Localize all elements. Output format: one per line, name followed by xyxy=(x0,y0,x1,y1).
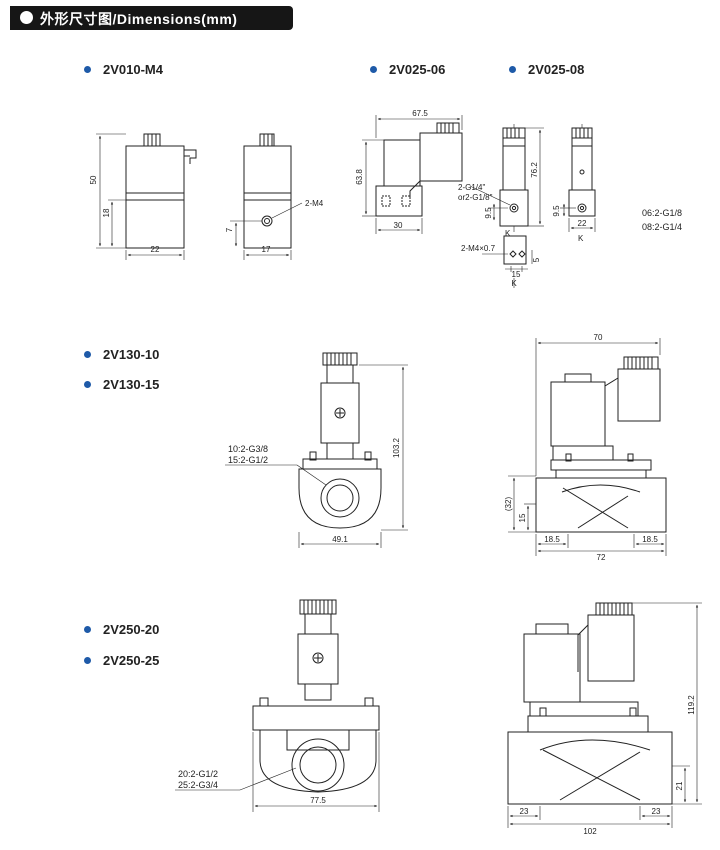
dim-18-5-b: 18.5 xyxy=(642,535,658,544)
view-2v250-front xyxy=(175,599,380,812)
view-2v130-front xyxy=(225,352,408,548)
port-note-10: 10:2-G3/8 xyxy=(228,444,268,454)
dim-9-5-a: 9.5 xyxy=(484,207,493,219)
bullet-icon xyxy=(84,351,91,359)
dim-63-8: 63.8 xyxy=(355,169,364,185)
section-k-mark-a: K xyxy=(505,229,511,238)
dim-15-c: 15 xyxy=(518,513,527,522)
dim-119-2: 119.2 xyxy=(687,695,696,715)
model-label-2v025-08: 2V025-08 xyxy=(509,62,584,77)
model-label-2v130-10: 2V130-10 xyxy=(84,347,159,362)
section-header: 外形尺寸图/Dimensions(mm) xyxy=(10,6,293,30)
port-note-25: 25:2-G3/4 xyxy=(178,780,218,790)
header-circle-icon xyxy=(20,11,33,24)
dim-18-5-a: 18.5 xyxy=(544,535,560,544)
view-2v025-side xyxy=(469,124,544,288)
port-g14-label: 2-G1/4" xyxy=(458,183,485,192)
dim-22: 22 xyxy=(151,245,160,254)
bullet-icon xyxy=(84,66,91,74)
dim-76-2: 76.2 xyxy=(530,162,539,178)
port-note-20: 20:2-G1/2 xyxy=(178,769,218,779)
port-note-15: 15:2-G1/2 xyxy=(228,455,268,465)
bullet-icon xyxy=(370,66,377,74)
model-label-2v025-06: 2V025-06 xyxy=(370,62,445,77)
view-2v010-front xyxy=(96,133,197,260)
dim-18: 18 xyxy=(102,208,111,217)
dim-9-5-b: 9.5 xyxy=(552,205,561,217)
port-note-08: 08:2-G1/4 xyxy=(642,222,682,232)
model-label-2v250-20: 2V250-20 xyxy=(84,622,159,637)
dim-15: 15 xyxy=(512,270,521,279)
view-2v025-front xyxy=(362,115,463,234)
dim-102: 102 xyxy=(583,827,597,836)
dim-23-a: 23 xyxy=(520,807,529,816)
dim-103-2: 103.2 xyxy=(392,437,401,458)
model-label-2v010: 2V010-M4 xyxy=(84,62,163,77)
bullet-icon xyxy=(84,381,91,389)
model-label-2v130-15: 2V130-15 xyxy=(84,377,159,392)
dim-72: 72 xyxy=(597,553,606,562)
dim-7: 7 xyxy=(225,227,234,232)
dim-50: 50 xyxy=(89,175,98,184)
dim-5: 5 xyxy=(532,257,541,262)
dim-17: 17 xyxy=(262,245,271,254)
port-g18-label: or2-G1/8" xyxy=(458,193,493,202)
dim-70: 70 xyxy=(594,333,603,342)
dim-22-b: 22 xyxy=(578,219,587,228)
view-2v130-side xyxy=(508,338,667,556)
section-k-mark-b: K xyxy=(511,279,517,288)
section-title: 外形尺寸图/Dimensions(mm) xyxy=(40,11,238,27)
dim-2m4-label: 2-M4 xyxy=(305,199,324,208)
view-2v025-08-side xyxy=(560,124,596,232)
dim-2m4x07: 2-M4×0.7 xyxy=(461,244,496,253)
model-label-2v250-25: 2V250-25 xyxy=(84,653,159,668)
view-2v010-side xyxy=(230,133,303,260)
dim-23-b: 23 xyxy=(652,807,661,816)
dim-21: 21 xyxy=(675,781,684,790)
dim-30: 30 xyxy=(394,221,403,230)
dim-49-1: 49.1 xyxy=(332,535,348,544)
section-k-mark-c: K xyxy=(578,234,584,243)
bullet-icon xyxy=(509,66,516,74)
dim-77-5: 77.5 xyxy=(310,796,326,805)
bullet-icon xyxy=(84,626,91,634)
view-2v250-side xyxy=(507,602,702,828)
dim-67-5: 67.5 xyxy=(412,109,428,118)
port-note-06: 06:2-G1/8 xyxy=(642,208,682,218)
dim-32: (32) xyxy=(504,497,513,512)
bullet-icon xyxy=(84,657,91,665)
